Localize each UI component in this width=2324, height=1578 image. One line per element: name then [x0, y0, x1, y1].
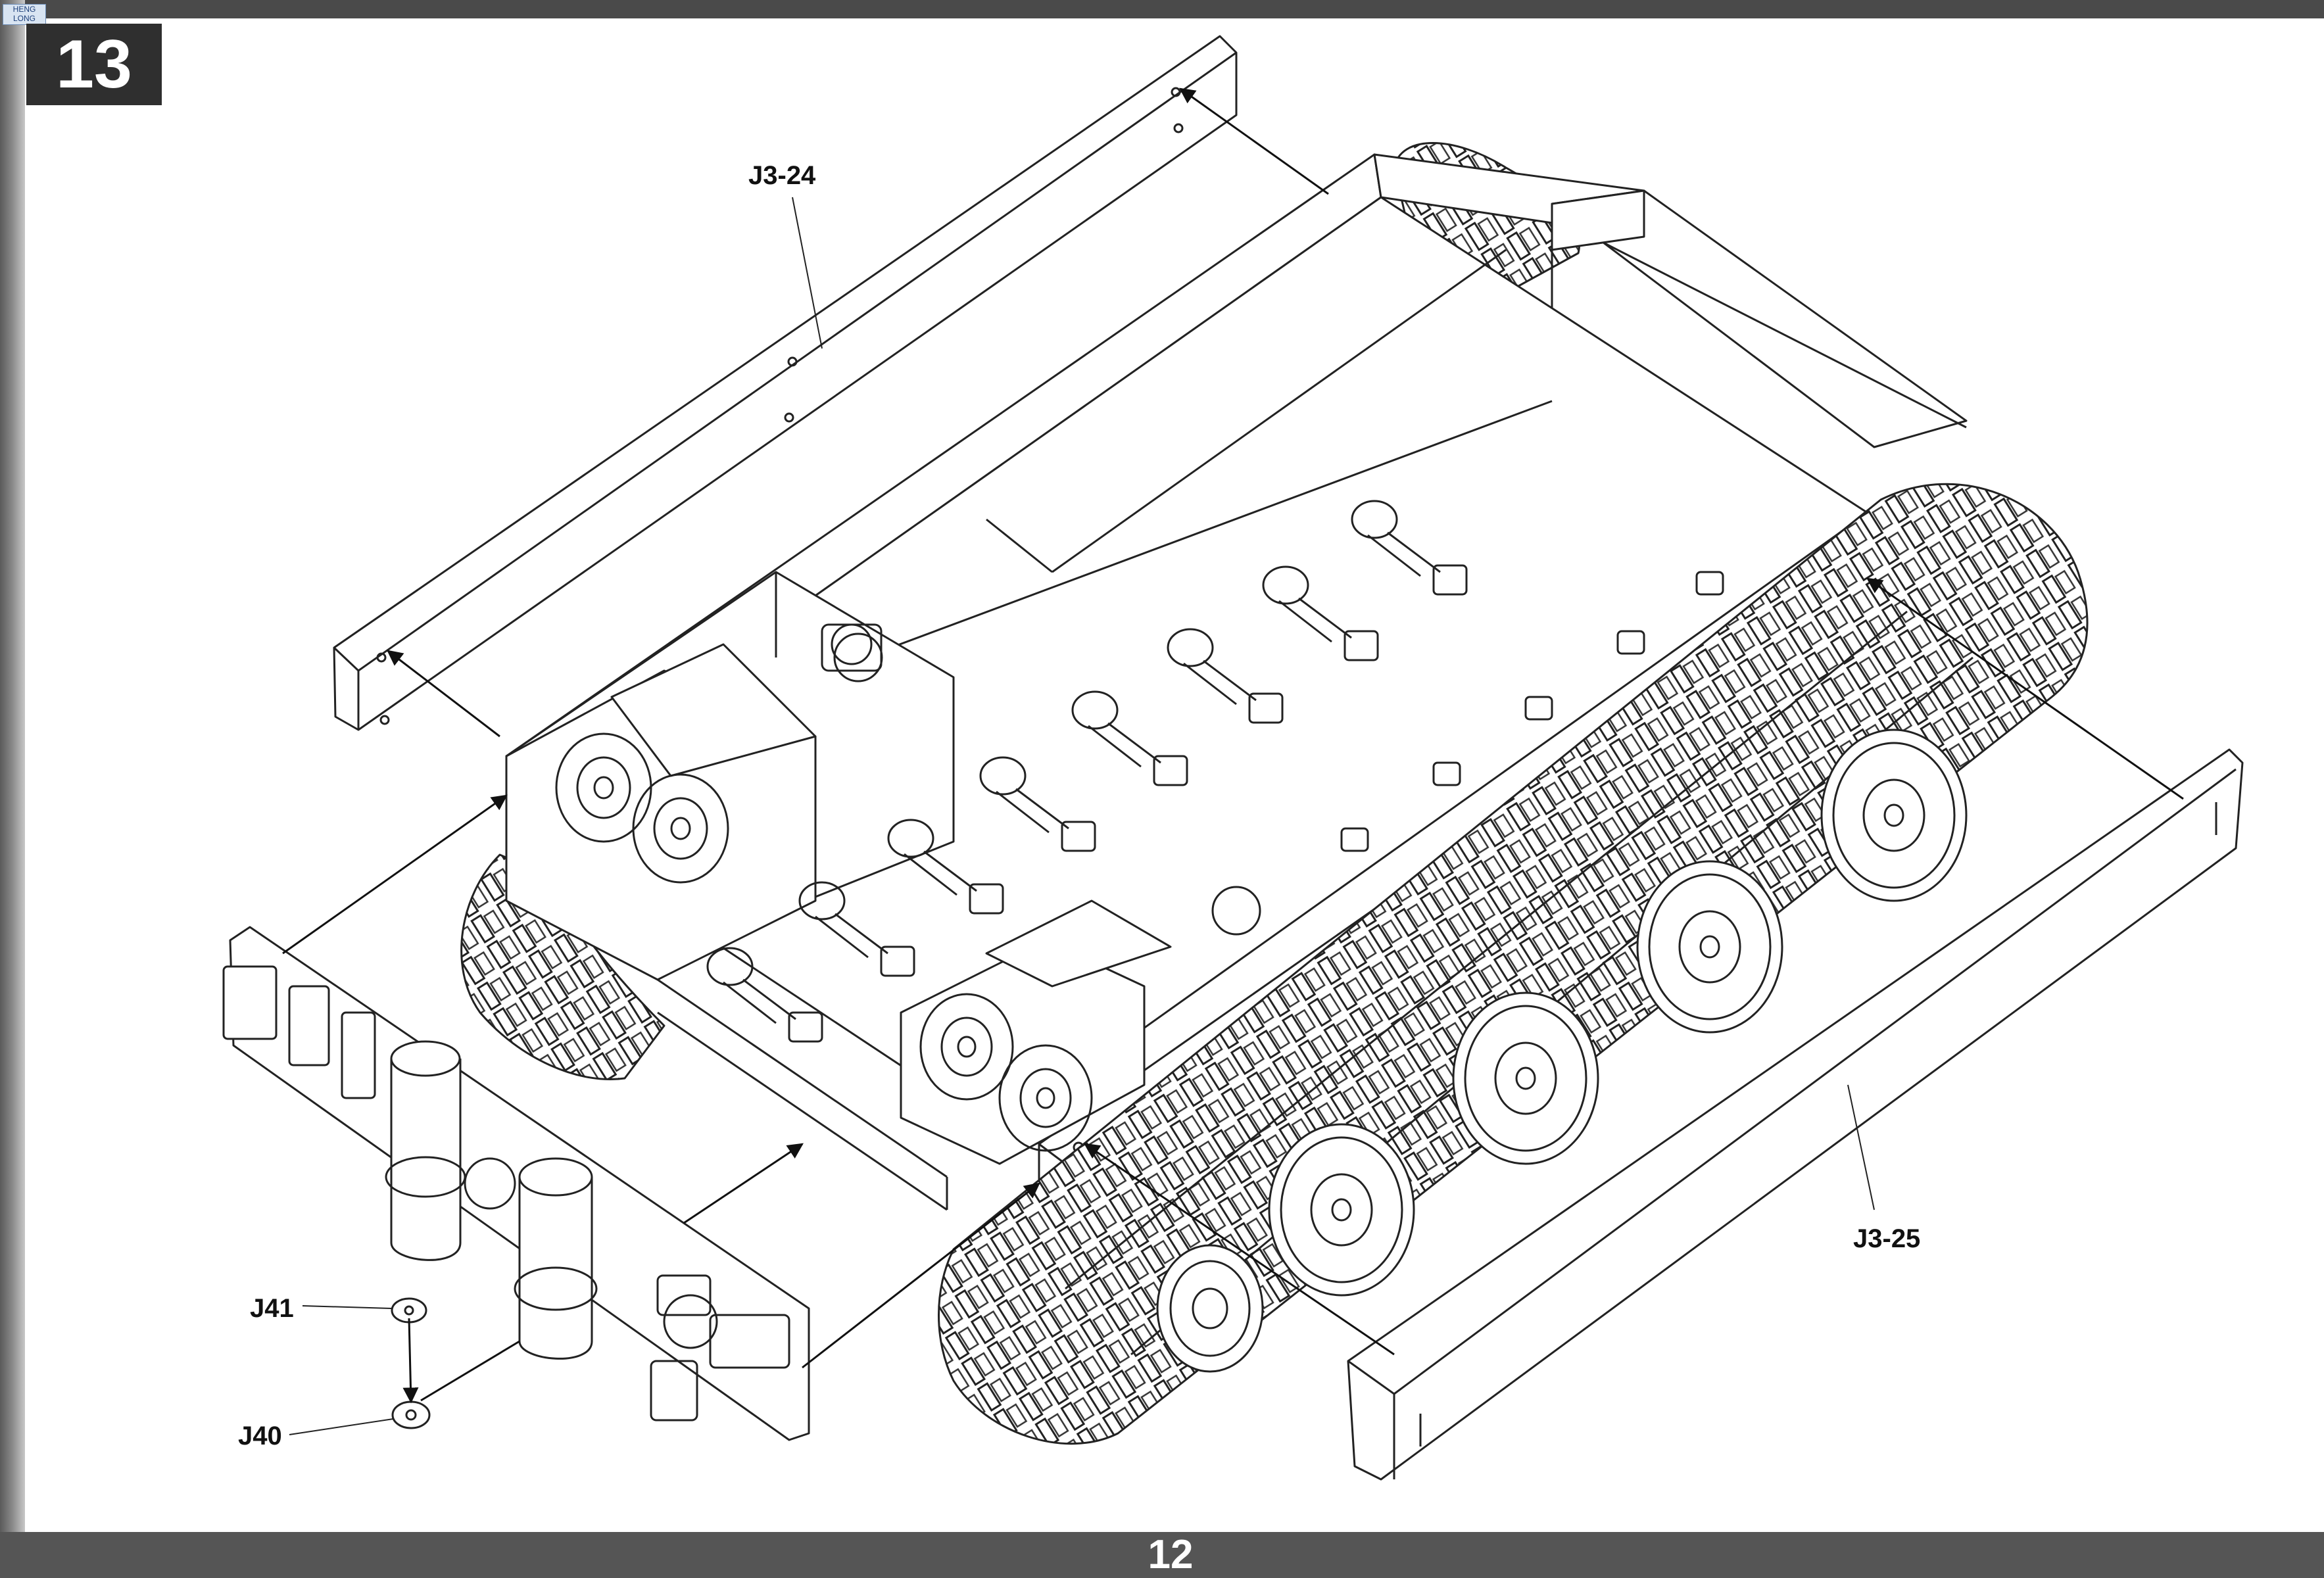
part-j40-shape	[391, 1400, 431, 1429]
step-number-badge: 13	[26, 24, 162, 105]
label-leaders	[289, 197, 1875, 1435]
top-header-bar	[0, 0, 2324, 18]
label-j40: J40	[238, 1422, 282, 1450]
label-j3-24: J3-24	[748, 161, 816, 190]
page-number: 12	[1148, 1532, 1194, 1577]
page-binding-edge	[0, 0, 25, 1578]
label-j41: J41	[250, 1294, 294, 1323]
label-j3-25: J3-25	[1853, 1224, 1921, 1253]
road-wheels	[1156, 729, 1968, 1373]
side-panel-j3-25	[1347, 748, 2244, 1481]
footer-bar	[0, 1532, 2324, 1578]
assembly-arrows	[282, 87, 2184, 1404]
brand-logo: HENG LONG	[3, 4, 46, 25]
step-number: 13	[56, 26, 132, 103]
far-track-front	[460, 853, 666, 1080]
cooling-fan-left-2	[632, 773, 729, 884]
cooling-fan-right-2	[998, 1044, 1093, 1152]
cooling-fan-right-1	[919, 993, 1014, 1101]
rear-plate-assembly	[222, 926, 810, 1441]
side-panel-j3-24	[333, 35, 1238, 731]
brand-logo-text: HENG LONG	[12, 5, 36, 23]
torsion-bar-axles	[706, 500, 1724, 1043]
